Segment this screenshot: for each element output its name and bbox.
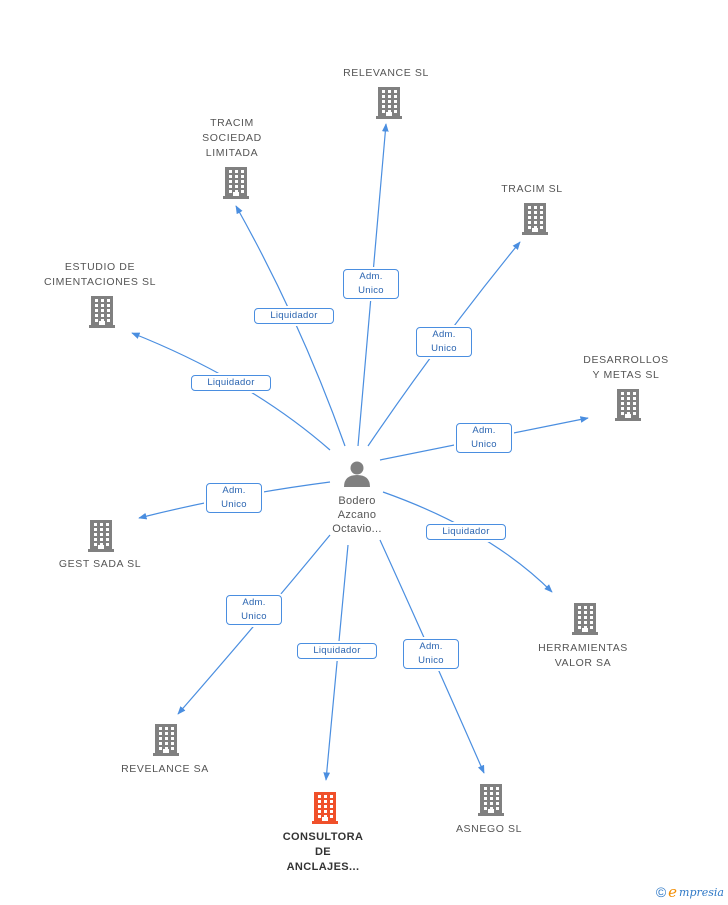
company-label-revelance-sa[interactable]: REVELANCE SA (121, 763, 209, 775)
role-badge-herramientas-valor-sa: Liquidador (426, 524, 506, 540)
role-badge-estudio-de-cimentaciones-sl: Liquidador (191, 375, 271, 391)
company-label-asnego-sl[interactable]: ASNEGO SL (455, 823, 523, 835)
edges (131, 123, 589, 781)
role-badge-tracim-sociedad-limitada: Liquidador (254, 308, 334, 324)
edge-consultora-de-anclajes (323, 544, 349, 781)
person-icon (344, 461, 370, 487)
edge-estudio-de-cimentaciones-sl (131, 332, 331, 451)
building-icon (312, 792, 338, 824)
building-icon (478, 784, 504, 816)
role-badge-revelance-sa: Adm. Unico (226, 595, 282, 625)
edge-herramientas-valor-sa (382, 491, 553, 593)
person-label[interactable]: Bodero Azcano Octavio... (332, 495, 382, 535)
company-label-estudio-de-cimentaciones-sl[interactable]: ESTUDIO DE CIMENTACIONES SL (43, 261, 157, 288)
company-label-tracim-sl[interactable]: TRACIM SL (501, 183, 563, 195)
company-label-consultora-de-anclajes[interactable]: CONSULTORA DE ANCLAJES... (282, 831, 364, 873)
brand-initial: e (668, 883, 678, 901)
role-badge-consultora-de-anclajes: Liquidador (297, 643, 377, 659)
brand-name: mpresia (679, 885, 724, 899)
building-icon (223, 167, 249, 199)
role-badge-relevance-sl: Adm. Unico (343, 269, 399, 299)
building-icon (376, 87, 402, 119)
copyright-icon: © (655, 884, 667, 900)
company-label-gest-sada-sl[interactable]: GEST SADA SL (58, 558, 142, 570)
building-icon (615, 389, 641, 421)
role-badge-gest-sada-sl: Adm. Unico (206, 483, 262, 513)
building-icon (572, 603, 598, 635)
building-icon (89, 296, 115, 328)
brand-logo: © e mpresia (656, 883, 724, 901)
company-label-desarrollos-y-metas-sl[interactable]: DESARROLLOS Y METAS SL (583, 354, 669, 381)
building-icon (522, 203, 548, 235)
nodes (88, 87, 641, 824)
company-label-tracim-sociedad-limitada[interactable]: TRACIM SOCIEDAD LIMITADA (202, 117, 262, 159)
company-label-relevance-sl[interactable]: RELEVANCE SL (343, 67, 429, 79)
building-icon (153, 724, 179, 756)
role-badge-asnego-sl: Adm. Unico (403, 639, 459, 669)
company-label-herramientas-valor-sa[interactable]: HERRAMIENTAS VALOR SA (538, 642, 628, 669)
building-icon (88, 520, 114, 552)
role-badge-tracim-sl: Adm. Unico (416, 327, 472, 357)
edge-tracim-sociedad-limitada (235, 205, 346, 447)
role-badge-desarrollos-y-metas-sl: Adm. Unico (456, 423, 512, 453)
